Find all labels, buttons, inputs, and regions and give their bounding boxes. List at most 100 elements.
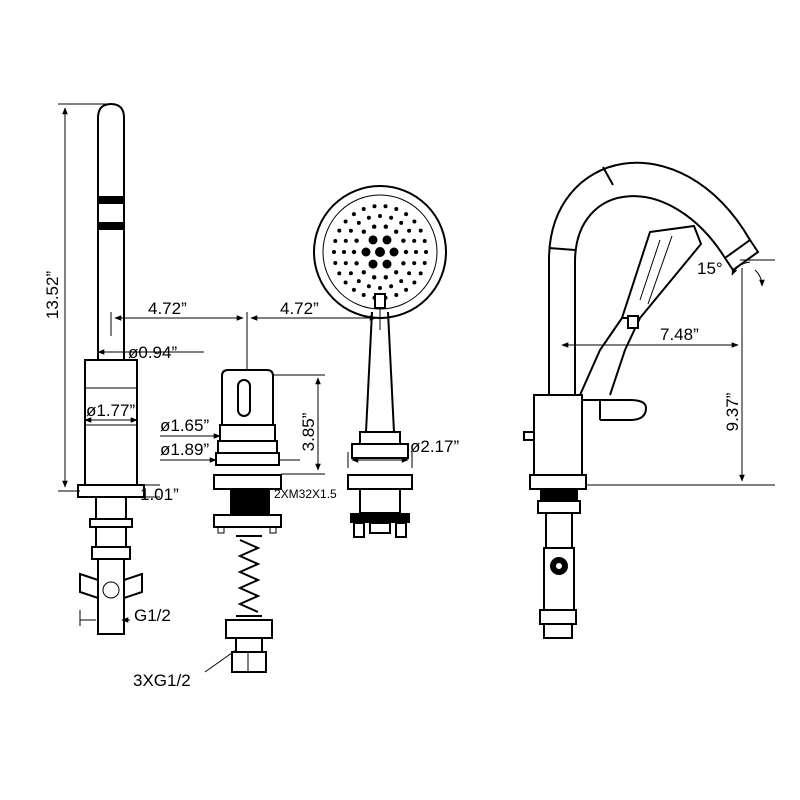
dimension-base-height: 1.01” <box>140 484 179 504</box>
nozzle-dot <box>368 259 378 269</box>
label-angle: 15° <box>697 259 723 278</box>
nozzle-dot <box>401 238 406 243</box>
nozzle-dot <box>389 247 399 257</box>
nozzle-dot <box>399 279 404 284</box>
nozzle-dot <box>383 275 388 280</box>
label-spacing-right: 4.72” <box>280 299 319 318</box>
nozzle-dot <box>422 239 427 243</box>
label-spout-clearance: 9.37” <box>723 392 742 431</box>
dimension-spout-height: 13.52” <box>43 103 112 492</box>
label-base-height: 1.01” <box>140 485 179 504</box>
nozzle-dot <box>378 286 382 290</box>
nozzle-dot <box>343 238 348 243</box>
nozzle-dot <box>407 271 412 276</box>
dimension-hose-connections: 3XG1/2 <box>133 649 237 690</box>
nozzle-dot <box>382 235 392 245</box>
nozzle-dot <box>333 239 338 243</box>
dimension-shower-base-diameter: ø2.17” <box>347 437 459 468</box>
nozzle-dot <box>378 214 382 218</box>
nozzle-dot <box>333 261 338 265</box>
nozzle-dot <box>412 219 417 224</box>
hand-shower <box>313 185 447 538</box>
nozzle-dot <box>342 250 346 254</box>
nozzle-dot <box>372 204 377 209</box>
nozzle-dot <box>424 250 428 254</box>
label-spout-height: 13.52” <box>43 271 62 320</box>
nozzle-dot <box>348 228 353 233</box>
nozzle-dot <box>354 238 359 243</box>
nozzle-dot <box>351 249 357 255</box>
handle-valve <box>213 369 282 673</box>
nozzle-dot <box>394 270 399 275</box>
nozzle-dot <box>382 259 392 269</box>
nozzle-dot <box>368 235 378 245</box>
label-base-diameter: ø1.77” <box>86 401 135 420</box>
label-mounting-thread: 2XM32X1.5 <box>274 487 337 501</box>
faucet-side-view <box>523 161 760 639</box>
label-shower-base-diameter: ø2.17” <box>410 437 459 456</box>
dimension-spout-reach: 7.48” <box>561 325 739 348</box>
nozzle-dot <box>361 270 366 275</box>
label-stem-diameter: ø0.94” <box>128 343 177 362</box>
spout-front-view <box>77 102 145 635</box>
dimension-handle-diameter-top: ø1.65” <box>160 416 221 439</box>
label-hose-connections: 3XG1/2 <box>133 671 191 690</box>
label-spacing-left: 4.72” <box>148 299 187 318</box>
nozzle-dot <box>389 215 394 220</box>
nozzle-dot <box>418 271 423 276</box>
label-inlet-thread: G1/2 <box>134 606 171 625</box>
nozzle-dot <box>412 280 417 285</box>
nozzle-dot <box>356 220 361 225</box>
nozzle-dot <box>404 212 409 217</box>
nozzle-dot <box>401 261 406 266</box>
nozzle-dot <box>366 215 371 220</box>
label-handle-height: 3.85” <box>299 412 318 451</box>
label-handle-diameter-base: ø1.89” <box>160 440 209 459</box>
dimension-handle-diameter-base: ø1.89” <box>160 440 300 463</box>
dimension-stem-diameter: ø0.94” <box>97 343 204 362</box>
nozzle-dot <box>354 261 359 266</box>
dimension-spacing: 4.72” 4.72” <box>110 299 381 370</box>
dimension-handle-height: 3.85” <box>273 374 325 475</box>
dimension-base-diameter: ø1.77” <box>84 401 138 423</box>
nozzle-dot <box>361 229 366 234</box>
nozzle-dot <box>389 284 394 289</box>
nozzle-dot <box>361 293 366 297</box>
nozzle-dot <box>414 250 418 254</box>
nozzle-dot <box>372 224 377 229</box>
label-handle-diameter-top: ø1.65” <box>160 416 209 435</box>
nozzle-dot <box>337 271 342 276</box>
nozzle-dot <box>383 224 388 229</box>
dimension-inlet-thread: G1/2 <box>79 606 171 626</box>
dimension-spout-clearance: 9.37” <box>586 268 775 486</box>
nozzle-dot <box>394 207 399 211</box>
nozzle-dot <box>404 287 409 292</box>
nozzle-dot <box>407 228 412 233</box>
nozzle-dot <box>372 275 377 280</box>
dimension-angle: 15° <box>697 259 775 287</box>
nozzle-dot <box>343 261 348 266</box>
label-spout-reach: 7.48” <box>660 325 699 344</box>
nozzle-dot <box>394 229 399 234</box>
nozzle-dot <box>403 249 409 255</box>
nozzle-dot <box>348 271 353 276</box>
nozzle-dot <box>351 212 356 217</box>
nozzle-dot <box>351 287 356 292</box>
nozzle-dot <box>361 207 366 211</box>
nozzle-dot <box>383 204 388 209</box>
nozzle-dot <box>332 250 336 254</box>
nozzle-dot <box>418 228 423 233</box>
nozzle-dot <box>356 279 361 284</box>
nozzle-dot <box>394 293 399 297</box>
dimension-mounting-thread: 2XM32X1.5 <box>274 487 337 501</box>
nozzle-dot <box>412 261 417 266</box>
nozzle-dot <box>366 284 371 289</box>
nozzle-dot <box>375 247 385 257</box>
nozzle-dot <box>343 280 348 285</box>
nozzle-dot <box>399 220 404 225</box>
nozzle-dot <box>337 228 342 233</box>
nozzle-dot <box>422 261 427 265</box>
nozzle-dot <box>343 219 348 224</box>
shower-nozzles <box>332 204 428 300</box>
